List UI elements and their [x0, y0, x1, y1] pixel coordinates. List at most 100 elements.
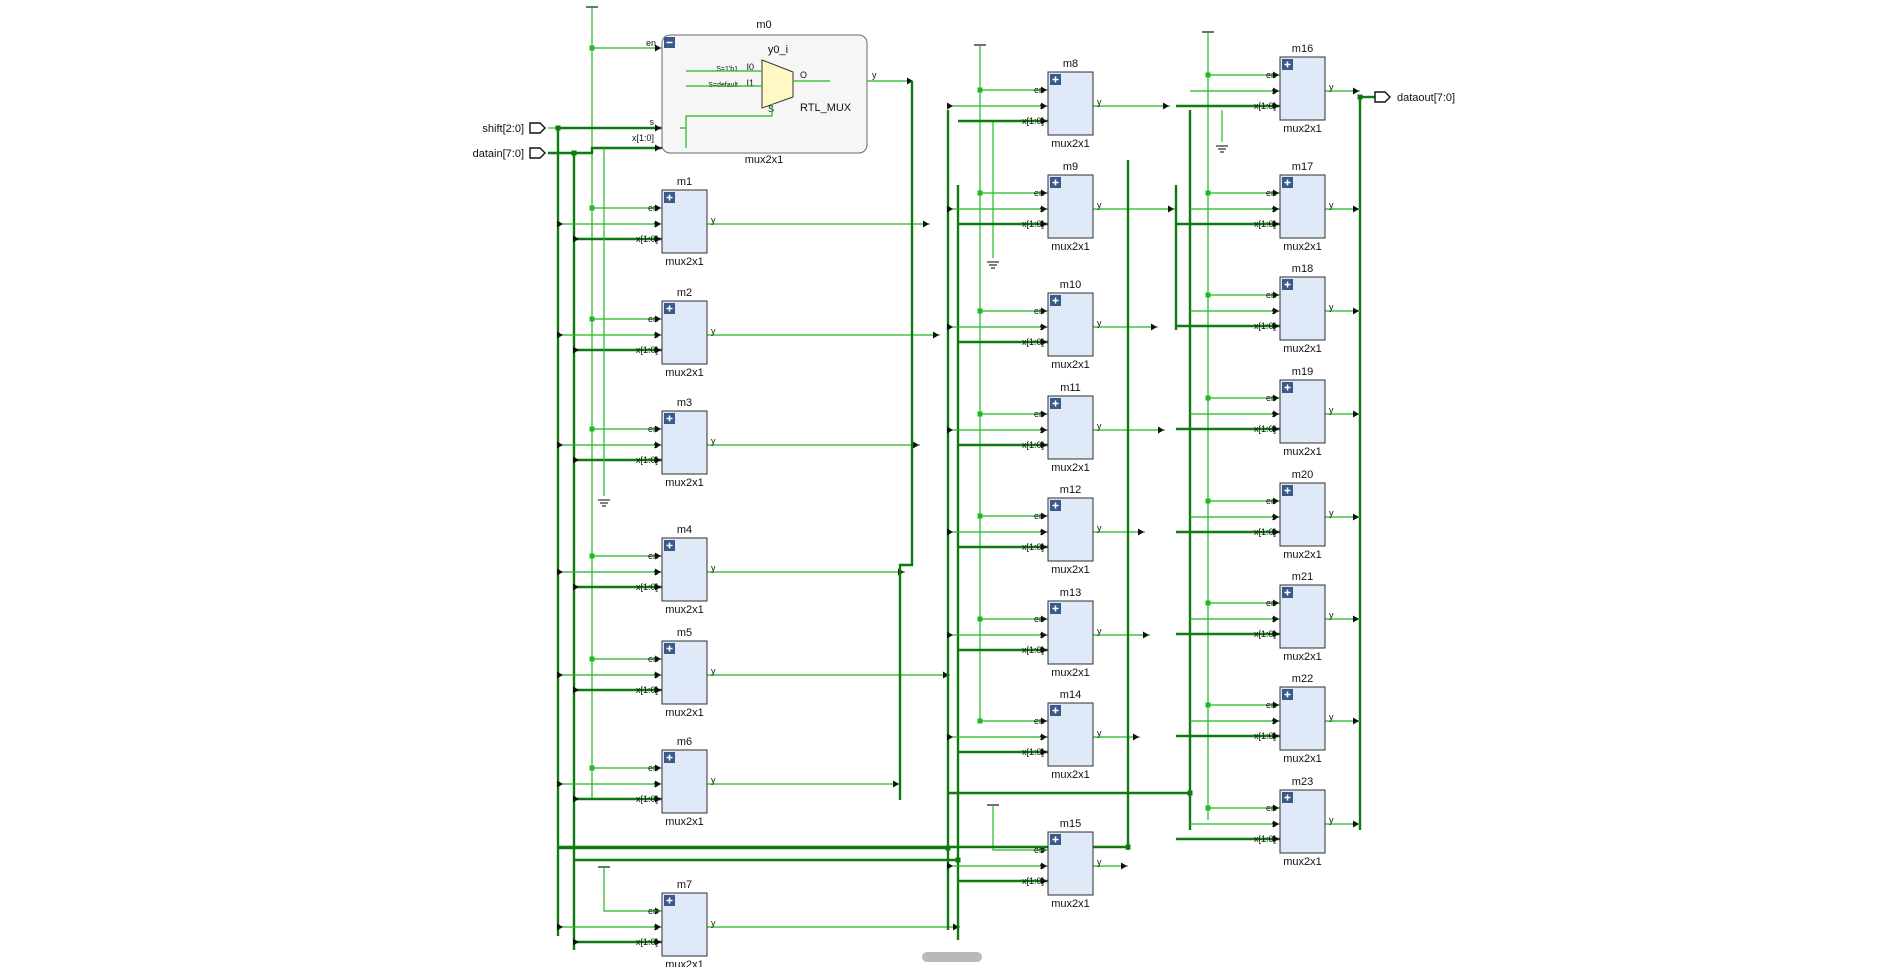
pin-arrow-icon: [1273, 513, 1279, 521]
pin-arrow-icon: [655, 655, 661, 663]
horizontal-scrollbar[interactable]: [922, 952, 982, 962]
pin-label-y: y: [711, 326, 716, 336]
port-icon[interactable]: [529, 147, 546, 159]
module-label: mux2x1: [1283, 549, 1322, 561]
pin-label-x: x[1:0]: [1022, 542, 1044, 552]
pin-arrow-icon: [655, 425, 661, 433]
net-junction: [1205, 395, 1211, 401]
pin-arrow-icon: [1041, 307, 1047, 315]
x-net-m0[interactable]: [574, 146, 662, 155]
pin-arrow-icon: [947, 205, 953, 213]
pin-label-en: en: [1266, 393, 1276, 403]
pin-arrow-icon: [1121, 862, 1127, 870]
instance-label: m1: [677, 176, 692, 188]
pin-label-y: y: [1329, 712, 1334, 722]
pin-label-y: y: [1329, 405, 1334, 415]
pin-label-s: s: [654, 330, 659, 340]
mid-bus-c[interactable]: [898, 81, 914, 800]
plus-glyph: [1284, 281, 1291, 288]
plus-glyph: [1284, 487, 1291, 494]
port-icon[interactable]: [1374, 91, 1391, 103]
output-port-dataout[interactable]: dataout[7:0]: [1374, 91, 1455, 104]
ground-icon: [987, 261, 999, 269]
pin-arrow-icon: [557, 441, 563, 449]
m15-en-net[interactable]: [992, 805, 1048, 851]
pin-arrow-icon: [1273, 322, 1279, 330]
pin-label-x: x[1:0]: [1254, 424, 1276, 434]
pin-label-en: en: [1034, 306, 1044, 316]
pin-arrow-icon: [557, 671, 563, 679]
pin-arrow-icon: [655, 795, 661, 803]
net-junction: [1205, 292, 1211, 298]
pin-label-y: y: [872, 70, 877, 80]
pin-label-y: y: [1329, 610, 1334, 620]
pin-label-y: y: [1097, 523, 1102, 533]
instance-label: m10: [1060, 279, 1081, 291]
pin-label-s: s: [654, 219, 659, 229]
pin-label-s: s: [1272, 512, 1277, 522]
instance-label: m3: [677, 397, 692, 409]
pin-arrow-icon: [1041, 877, 1047, 885]
pin-label-en: en: [648, 763, 658, 773]
port-icon[interactable]: [529, 122, 546, 134]
net-junction: [589, 316, 595, 322]
pin-arrow-icon: [655, 938, 661, 946]
pin-label-en: en: [1266, 700, 1276, 710]
plus-glyph: [1284, 61, 1291, 68]
module-label: mux2x1: [1051, 462, 1090, 474]
module-label: mux2x1: [1283, 753, 1322, 765]
module-label: mux2x1: [1283, 241, 1322, 253]
pin-label-en: en: [1034, 188, 1044, 198]
pin-arrow-icon: [1041, 615, 1047, 623]
cells-layer: m1mux2x1ensx[1:0]ym2mux2x1ensx[1:0]ym3mu…: [636, 43, 1334, 967]
input-port-shift[interactable]: shift[2:0]: [482, 122, 546, 135]
plus-glyph: [1284, 384, 1291, 391]
instance-label: m21: [1292, 571, 1313, 583]
pin-label-y: y: [1097, 857, 1102, 867]
pin-arrow-icon: [1041, 528, 1047, 536]
instance-label: m22: [1292, 673, 1313, 685]
pin-arrow-icon: [907, 77, 913, 85]
pin-label-s: s: [1040, 322, 1045, 332]
module-label: mux2x1: [1051, 138, 1090, 150]
pin-label-x: x[1:0]: [636, 345, 658, 355]
module-label: mux2x1: [665, 256, 704, 268]
instance-label: m17: [1292, 161, 1313, 173]
rtl-mux-symbol[interactable]: [761, 59, 794, 109]
pin-label-x: x[1:0]: [1254, 629, 1276, 639]
pin-label-y: y: [1329, 200, 1334, 210]
pin-arrow-icon: [1041, 86, 1047, 94]
pin-arrow-icon: [655, 44, 661, 52]
port-label: shift[2:0]: [482, 123, 524, 135]
m7-en-net[interactable]: [603, 867, 662, 912]
input-port-datain[interactable]: datain[7:0]: [473, 147, 546, 160]
pin-label-x: x[1:0]: [1022, 219, 1044, 229]
instance-label: m18: [1292, 263, 1313, 275]
ground-icon: [1216, 145, 1228, 153]
net-junction: [1205, 190, 1211, 196]
